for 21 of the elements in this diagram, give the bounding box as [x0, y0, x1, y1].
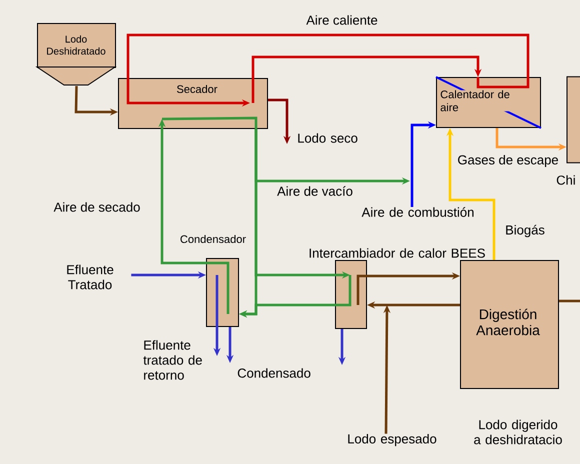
dryer-box: Secador	[118, 78, 268, 129]
arrow	[252, 56, 482, 103]
flow-label: Efluente Tratado	[67, 264, 114, 290]
edge-label: Aire de vacío	[276, 185, 354, 197]
node-label: Condensador	[180, 234, 246, 244]
condenser-box: Condensador	[180, 234, 246, 327]
flow-label: Aire de combustión	[362, 207, 474, 217]
edge-label: Biogás	[504, 224, 546, 238]
air-heater-box: Calentador de aire	[436, 76, 542, 129]
flow-label: Lodo espesado	[348, 434, 436, 446]
edge-label: Aire caliente	[305, 14, 379, 26]
flow-label: Efluente tratado de retorno	[143, 340, 202, 380]
node-label: Intercambiador de calor BEES	[310, 248, 485, 258]
edge-label: Aire de secado	[52, 201, 142, 213]
digester-box: Digestión Anaerobia	[460, 260, 559, 389]
flow-label: Condensado	[238, 368, 310, 378]
chimney-label: Chi	[556, 175, 575, 185]
chimney-cylinder	[566, 76, 580, 164]
flow-label: Lodo digerido a deshidratacio	[474, 420, 562, 444]
flow-label: Lodo seco	[298, 133, 358, 143]
edge-label: Gases de escape	[456, 154, 560, 168]
